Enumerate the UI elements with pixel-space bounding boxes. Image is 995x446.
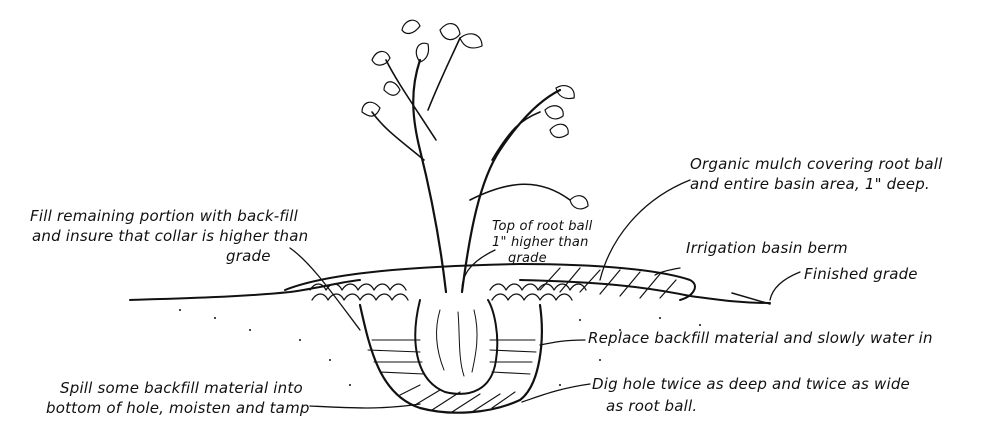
label-fill-2: and insure that collar is higher than	[32, 228, 308, 245]
label-spill-1: Spill some backfill material into	[60, 380, 303, 397]
label-top-2: 1" higher than	[492, 234, 589, 251]
leader-mulch	[600, 180, 690, 280]
label-top-3: grade	[508, 250, 547, 267]
label-fill-1: Fill remaining portion with back-fill	[30, 208, 298, 225]
label-dig-2: as root ball.	[606, 398, 697, 415]
label-replace: Replace backfill material and slowly wat…	[588, 330, 933, 347]
leader-finished	[770, 272, 800, 300]
root-ball	[415, 300, 497, 394]
label-spill-2: bottom of hole, moisten and tamp	[46, 400, 310, 417]
leader-dig	[522, 384, 590, 402]
label-mulch-1: Organic mulch covering root ball	[690, 156, 942, 173]
label-top-1: Top of root ball	[492, 218, 592, 235]
label-finished: Finished grade	[804, 266, 918, 283]
mulch-layer	[310, 284, 586, 300]
label-dig-1: Dig hole twice as deep and twice as wide	[592, 376, 910, 393]
leader-replace	[540, 340, 585, 345]
label-fill-3: grade	[226, 248, 271, 265]
label-berm: Irrigation basin berm	[686, 240, 848, 257]
leader-spill	[310, 404, 420, 408]
ground-line	[130, 280, 770, 304]
label-mulch-2: and entire basin area, 1" deep.	[690, 176, 930, 193]
planting-hole	[360, 305, 542, 413]
tree	[362, 20, 588, 292]
